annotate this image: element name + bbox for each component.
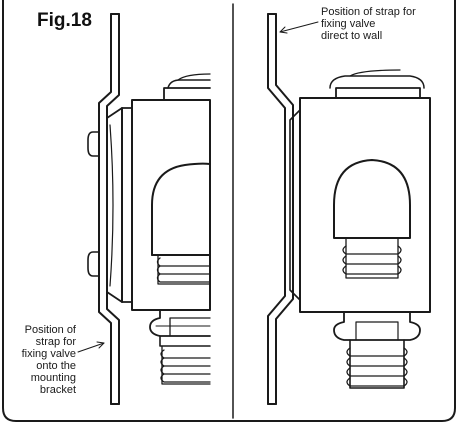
right-dome [333, 159, 411, 239]
annotation-line: direct to wall [321, 30, 383, 42]
annotation-line: onto the [36, 360, 76, 372]
annotation-line: Position of strap for [321, 6, 416, 18]
right-bottom-nut [333, 311, 421, 341]
annotation-line: bracket [39, 384, 76, 396]
left-stud-bottom [87, 251, 100, 277]
right-bracket [289, 109, 301, 301]
right-valve-body [299, 97, 431, 313]
left-bottom-nut [149, 309, 211, 337]
annotation-line: Position of [24, 324, 76, 336]
left-panel-valve [87, 13, 211, 405]
left-leader [77, 342, 105, 353]
left-dome [151, 162, 211, 256]
left-strap [98, 13, 112, 405]
annotation-line: fixing valve [321, 18, 376, 30]
annotation-line: mounting [30, 372, 76, 384]
right-panel-valve [267, 13, 431, 405]
annotation-direct-to-wall: Position of strap for fixing valve direc… [321, 6, 457, 42]
right-leader [279, 21, 319, 33]
annotation-mounting-bracket: Position of strap for fixing valve onto … [0, 324, 76, 396]
left-stud-top [87, 131, 100, 157]
right-strap [267, 13, 286, 405]
left-valve-body [131, 99, 211, 311]
annotation-line: strap for [35, 336, 76, 348]
figure-title: Fig.18 [37, 10, 92, 31]
annotation-line: fixing valve [21, 348, 76, 360]
